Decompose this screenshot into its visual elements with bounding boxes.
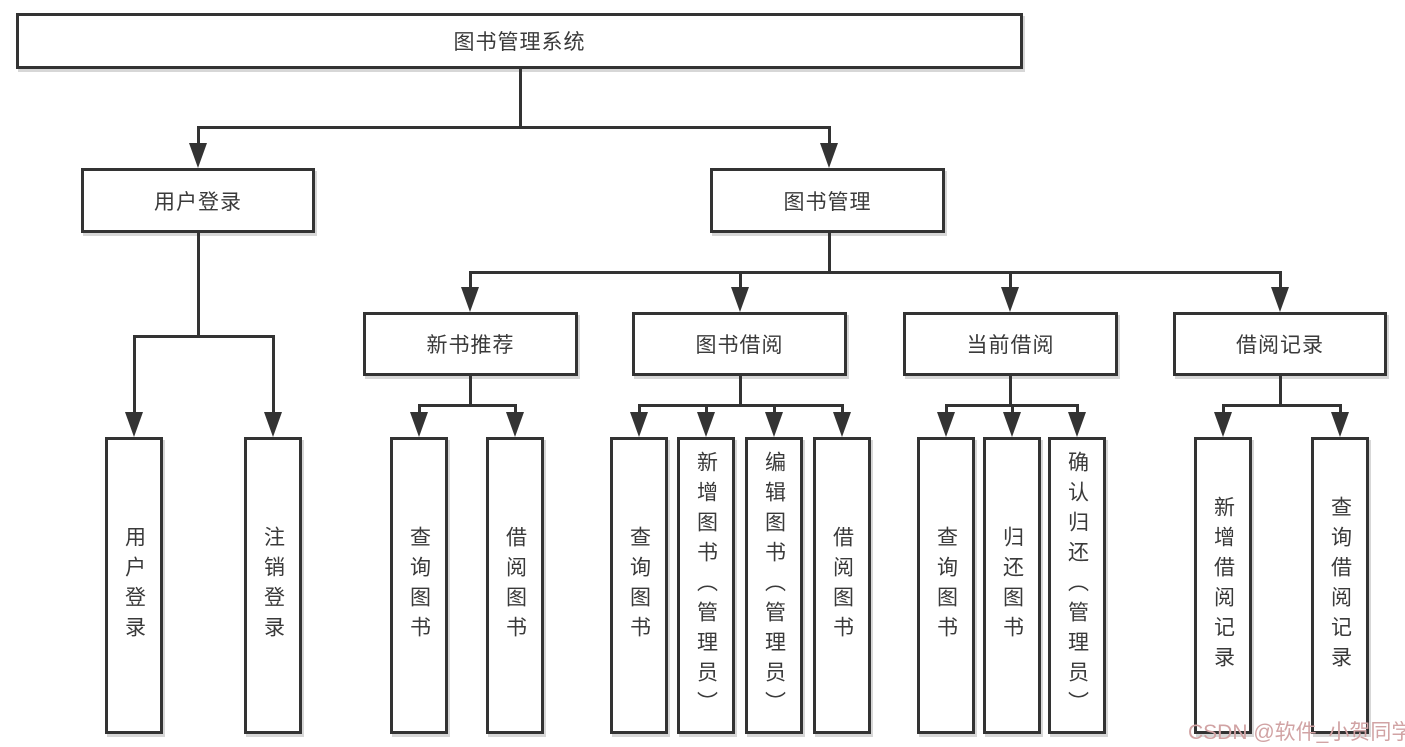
connector-newbook-branch: [418, 404, 517, 407]
node-book-borrow-label: 图书借阅: [695, 334, 784, 357]
leaf-borrow-books-2: 借阅图书: [813, 437, 871, 734]
node-borrow-records-label: 借阅记录: [1236, 334, 1324, 357]
leaf-logout-label: 注销登录: [261, 525, 285, 646]
connector-bookborrow-down: [739, 376, 742, 406]
connector-leaf-stem: [773, 404, 776, 414]
arrow-into-leaf-logout: [264, 412, 282, 437]
connector-leaf-stem: [1339, 404, 1342, 414]
arrow-into-leaf-borrow2: [833, 412, 851, 437]
connector-borrowrecords-stem: [1279, 271, 1282, 288]
connector-bookborrow-stem: [739, 271, 742, 288]
node-book-management-label: 图书管理: [783, 190, 872, 214]
leaf-query-books-1-label: 查询图书: [407, 525, 431, 646]
node-book-borrow: 图书借阅: [632, 312, 847, 376]
arrow-into-leaf-confirmreturn: [1068, 412, 1086, 437]
arrow-into-leaf-query2: [630, 412, 648, 437]
arrow-into-currentborrow: [1001, 287, 1019, 312]
arrow-into-leaf-query3: [937, 412, 955, 437]
connector-book-mgmt-stem: [828, 126, 831, 144]
arrow-into-leaf-login: [125, 412, 143, 437]
leaf-logout: 注销登录: [244, 437, 302, 734]
connector-level1-branch: [197, 126, 831, 129]
node-root-label: 图书管理系统: [453, 31, 586, 54]
connector-user-login-stem: [197, 126, 200, 144]
connector-leaf-stem: [1222, 404, 1225, 414]
connector-borrowrecords-branch: [1222, 404, 1342, 407]
connector-leaf-stem: [1011, 404, 1014, 414]
arrow-into-leaf-addrecord: [1214, 412, 1232, 437]
connector-borrowrecords-down: [1279, 376, 1282, 406]
leaf-add-borrow-record-label: 新增借阅记录: [1211, 495, 1235, 676]
connector-leaf-stem: [705, 404, 708, 414]
node-new-book-recommend: 新书推荐: [363, 312, 578, 376]
leaf-add-borrow-record: 新增借阅记录: [1194, 437, 1252, 734]
arrow-into-borrowrecords: [1271, 287, 1289, 312]
arrow-into-user-login: [189, 143, 207, 168]
connector-user-login-down: [197, 233, 200, 338]
node-user-login-label: 用户登录: [154, 190, 242, 214]
leaf-query-books-1: 查询图书: [390, 437, 448, 734]
connector-leaf-logout-stem: [272, 335, 275, 413]
leaf-add-book-admin: 新增图书（管理员）: [677, 437, 735, 734]
leaf-query-books-3-label: 查询图书: [934, 525, 958, 646]
leaf-query-borrow-record: 查询借阅记录: [1311, 437, 1369, 734]
node-new-book-recommend-label: 新书推荐: [426, 334, 515, 357]
leaf-edit-book-admin: 编辑图书（管理员）: [745, 437, 803, 734]
arrow-into-leaf-return: [1003, 412, 1021, 437]
connector-bookborrow-branch: [638, 404, 844, 407]
leaf-borrow-books-1: 借阅图书: [486, 437, 544, 734]
arrow-into-leaf-borrow1: [506, 412, 524, 437]
leaf-user-login: 用户登录: [105, 437, 163, 734]
connector-user-login-branch: [133, 335, 275, 338]
leaf-query-borrow-record-label: 查询借阅记录: [1328, 495, 1352, 676]
arrow-into-leaf-addbook: [697, 412, 715, 437]
leaf-query-books-2: 查询图书: [610, 437, 668, 734]
connector-root-stub: [519, 68, 522, 126]
leaf-query-books-3: 查询图书: [917, 437, 975, 734]
leaf-borrow-books-1-label: 借阅图书: [503, 525, 527, 646]
csdn-watermark: CSDN @软件_小贺同学: [1188, 721, 1405, 744]
leaf-edit-book-admin-label: 编辑图书（管理员）: [762, 450, 786, 721]
leaf-return-book-label: 归还图书: [1000, 525, 1024, 646]
connector-newbook-down: [469, 376, 472, 406]
connector-leaf-stem: [418, 404, 421, 414]
connector-leaf-stem: [841, 404, 844, 414]
leaf-query-books-2-label: 查询图书: [627, 525, 651, 646]
arrow-into-leaf-query1: [410, 412, 428, 437]
arrow-into-bookborrow: [731, 287, 749, 312]
connector-leaf-stem: [1076, 404, 1079, 414]
leaf-add-book-admin-label: 新增图书（管理员）: [694, 450, 718, 721]
connector-book-mgmt-down: [828, 233, 831, 274]
connector-newbook-stem: [469, 271, 472, 288]
node-borrow-records: 借阅记录: [1173, 312, 1387, 376]
connector-currentborrow-stem: [1009, 271, 1012, 288]
leaf-borrow-books-2-label: 借阅图书: [830, 525, 854, 646]
node-user-login: 用户登录: [81, 168, 315, 233]
connector-leaf-stem: [514, 404, 517, 414]
leaf-user-login-label: 用户登录: [122, 525, 146, 646]
connector-leaf-login-stem: [133, 335, 136, 413]
arrow-into-newbook: [461, 287, 479, 312]
node-book-management: 图书管理: [710, 168, 945, 233]
connector-currentborrow-down: [1009, 376, 1012, 406]
leaf-return-book: 归还图书: [983, 437, 1041, 734]
leaf-confirm-return-admin-label: 确认归还（管理员）: [1065, 450, 1089, 721]
node-current-borrow: 当前借阅: [903, 312, 1118, 376]
arrow-into-leaf-queryrecord: [1331, 412, 1349, 437]
connector-level2-branch: [469, 271, 1282, 274]
leaf-confirm-return-admin: 确认归还（管理员）: [1048, 437, 1106, 734]
connector-leaf-stem: [945, 404, 948, 414]
arrow-into-book-mgmt: [820, 143, 838, 168]
node-root: 图书管理系统: [16, 13, 1023, 69]
node-current-borrow-label: 当前借阅: [966, 334, 1055, 357]
arrow-into-leaf-editbook: [765, 412, 783, 437]
connector-leaf-stem: [638, 404, 641, 414]
